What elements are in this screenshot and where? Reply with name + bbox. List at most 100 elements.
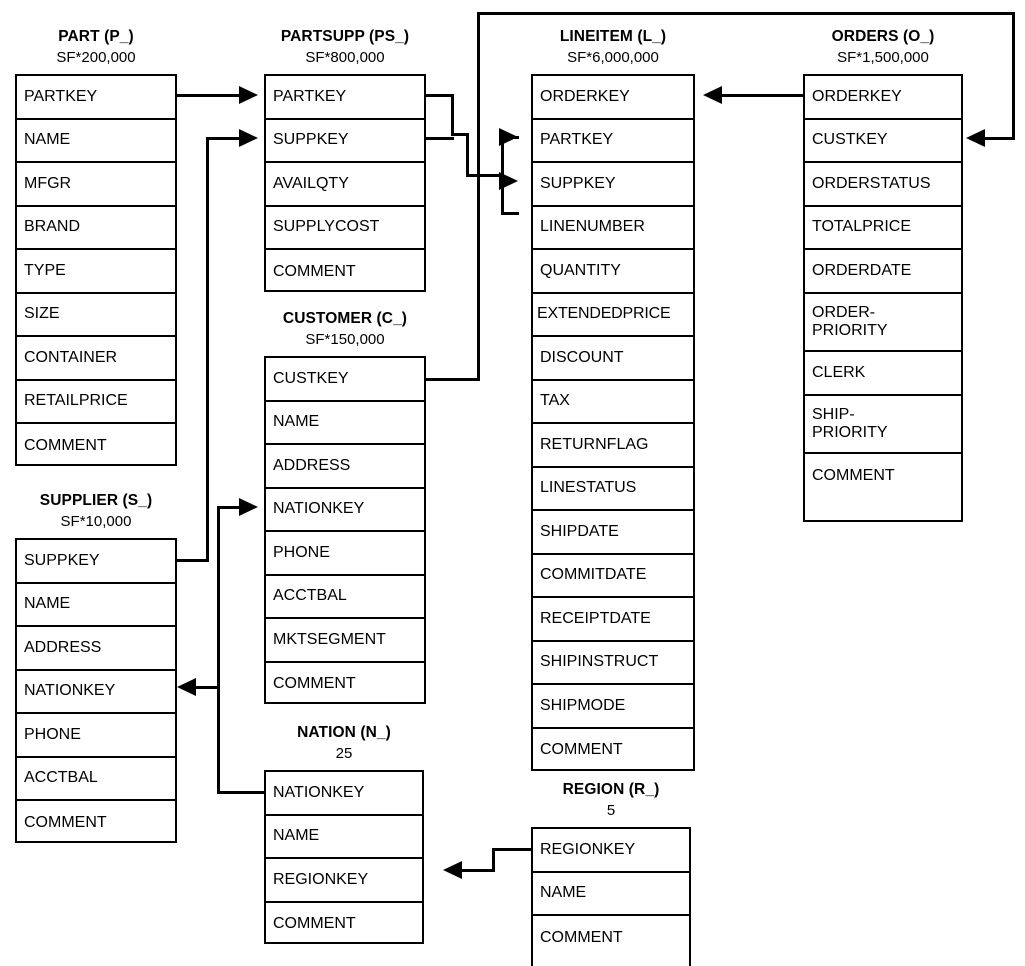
- field-row: NAME: [17, 584, 175, 627]
- entity-partsupp-title: PARTSUPP (PS_): [280, 28, 410, 45]
- field-row: COMMENT: [24, 436, 107, 454]
- connector-partsupp-lineitem-supp-h2: [501, 212, 519, 215]
- field-row: CUSTKEY: [805, 120, 961, 163]
- entity-part-box: PARTKEY NAME MFGR BRAND TYPE SIZE CONTAI…: [15, 74, 177, 466]
- field-row: NATIONKEY: [266, 489, 424, 532]
- entity-customer-title: CUSTOMER (C_): [282, 310, 408, 327]
- entity-nation-cardinality: 25: [335, 745, 353, 762]
- connector-supplier-partsupp-seg-h1: [177, 559, 209, 562]
- field-row: ADDRESS: [266, 445, 424, 489]
- entity-supplier-title: SUPPLIER (S_): [39, 492, 153, 509]
- connector-partsupp-lineitem-part-h2: [451, 133, 469, 136]
- field-row: ACCTBAL: [266, 576, 424, 619]
- field-row: ADDRESS: [17, 627, 175, 671]
- field-row: SUPPKEY: [533, 163, 693, 207]
- field-row: COMMENT: [540, 741, 623, 759]
- connector-customer-orders-h1: [426, 378, 480, 381]
- entity-region-cardinality: 5: [606, 802, 616, 819]
- field-row: ACCTBAL: [17, 758, 175, 801]
- field-row: RETAILPRICE: [17, 381, 175, 424]
- field-row: RETURNFLAG: [533, 424, 693, 468]
- entity-lineitem-title: LINEITEM (L_): [559, 28, 667, 45]
- field-row: COMMENT: [24, 813, 107, 831]
- entity-nation-box: NATIONKEY NAME REGIONKEY COMMENT: [264, 770, 424, 944]
- field-row: COMMITDATE: [533, 555, 693, 598]
- connector-orders-lineitem-arrowhead: [703, 86, 722, 104]
- connector-nation-customer-h: [217, 506, 240, 509]
- field-row: LINESTATUS: [533, 468, 693, 511]
- field-row: CLERK: [805, 352, 961, 396]
- entity-lineitem-box: ORDERKEY PARTKEY SUPPKEY LINENUMBER QUAN…: [531, 74, 695, 771]
- connector-part-partsupp-line: [177, 94, 239, 97]
- field-row: REGIONKEY: [266, 859, 422, 903]
- field-row: SIZE: [17, 294, 175, 337]
- connector-customer-orders-arrowhead: [966, 129, 985, 147]
- field-row: SHIPINSTRUCT: [533, 642, 693, 685]
- field-row: REGIONKEY: [533, 829, 689, 873]
- field-row: TAX: [533, 381, 693, 424]
- field-row: NAME: [533, 873, 689, 916]
- field-row: MKTSEGMENT: [266, 619, 424, 663]
- field-row: PHONE: [266, 532, 424, 576]
- entity-part-cardinality: SF*200,000: [56, 49, 136, 66]
- connector-nation-supplier-h: [196, 686, 219, 689]
- connector-supplier-partsupp-arrowhead: [239, 129, 258, 147]
- connector-nation-customer-arrowhead: [239, 498, 258, 516]
- connector-supplier-partsupp-seg-v: [206, 137, 209, 562]
- connector-customer-orders-v2: [1012, 12, 1015, 140]
- field-row: QUANTITY: [533, 250, 693, 294]
- connector-customer-orders-h3: [985, 137, 1015, 140]
- field-row: PARTKEY: [266, 76, 424, 120]
- field-row: COMMENT: [812, 466, 895, 484]
- field-row: BRAND: [17, 207, 175, 250]
- field-row: PARTKEY: [17, 76, 175, 120]
- field-row: NAME: [17, 120, 175, 163]
- connector-nation-keys-h-base: [217, 791, 266, 794]
- field-row: ORDERKEY: [805, 76, 961, 120]
- connector-partsupp-lineitem-part-h1: [426, 94, 454, 97]
- field-row: SUPPKEY: [17, 540, 175, 584]
- field-row: PARTKEY: [533, 120, 693, 163]
- field-row: CUSTKEY: [266, 358, 424, 402]
- connector-partsupp-lineitem-part-v1: [451, 94, 454, 135]
- connector-nation-keys-v: [217, 506, 220, 793]
- entity-part-title: PART (P_): [58, 28, 134, 45]
- connector-partsupp-lineitem-part-arrowhead: [499, 128, 518, 146]
- field-row: NATIONKEY: [17, 671, 175, 714]
- field-row: CONTAINER: [17, 337, 175, 381]
- entity-orders-cardinality: SF*1,500,000: [837, 49, 929, 66]
- field-row: COMMENT: [540, 928, 623, 946]
- field-row: EXTENDEDPRICE: [533, 294, 693, 337]
- connector-orders-lineitem-line: [722, 94, 804, 97]
- entity-partsupp-cardinality: SF*800,000: [305, 49, 385, 66]
- entity-customer-cardinality: SF*150,000: [305, 331, 385, 348]
- entity-nation-title: NATION (N_): [297, 724, 391, 741]
- connector-nation-supplier-arrowhead: [177, 678, 196, 696]
- entity-region-title: REGION (R_): [562, 781, 660, 798]
- field-row: MFGR: [17, 163, 175, 207]
- connector-part-partsupp-arrowhead: [239, 86, 258, 104]
- field-row: ORDER- PRIORITY: [805, 294, 961, 352]
- field-row: COMMENT: [273, 262, 356, 280]
- entity-partsupp-box: PARTKEY SUPPKEY AVAILQTY SUPPLYCOST COMM…: [264, 74, 426, 292]
- field-row: RECEIPTDATE: [533, 598, 693, 642]
- field-row: DISCOUNT: [533, 337, 693, 381]
- connector-partsupp-lineitem-part-v2: [466, 133, 469, 177]
- connector-partsupp-lineitem-part-h3: [466, 174, 504, 177]
- connector-partsupp-lineitem-supp-h1: [426, 137, 454, 140]
- connector-customer-orders-v1: [477, 12, 480, 381]
- field-row: ORDERKEY: [533, 76, 693, 120]
- entity-orders-box: ORDERKEY CUSTKEY ORDERSTATUS TOTALPRICE …: [803, 74, 963, 522]
- field-row: ORDERSTATUS: [805, 163, 961, 207]
- entity-orders-title: ORDERS (O_): [831, 28, 935, 45]
- field-row: SHIPDATE: [533, 511, 693, 555]
- connector-customer-orders-h2: [477, 12, 1015, 15]
- connector-region-nation-arrowhead: [443, 861, 462, 879]
- field-row: TYPE: [17, 250, 175, 294]
- entity-supplier-box: SUPPKEY NAME ADDRESS NATIONKEY PHONE ACC…: [15, 538, 177, 843]
- connector-region-nation-h2: [462, 869, 495, 872]
- entity-supplier-cardinality: SF*10,000: [60, 513, 132, 530]
- field-row: SUPPKEY: [266, 120, 424, 163]
- connector-region-nation-h1: [492, 848, 532, 851]
